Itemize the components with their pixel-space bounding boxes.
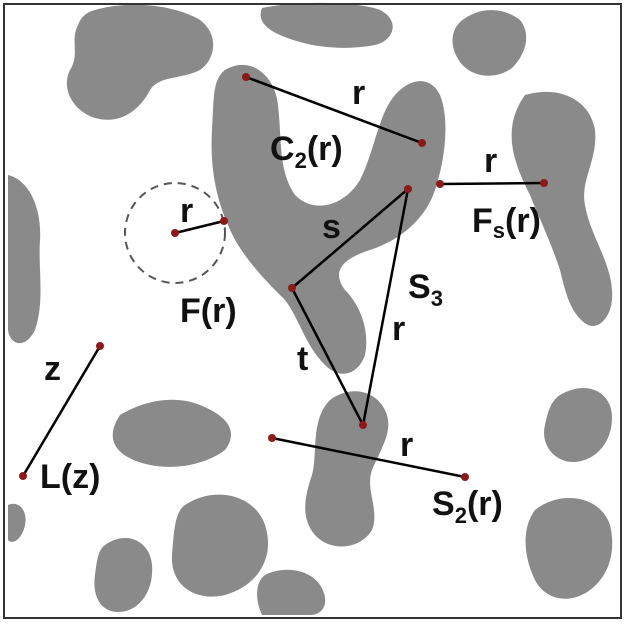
l-point-a (96, 342, 104, 350)
phase-blob-bottom-right (525, 498, 613, 599)
c2-point-b (418, 139, 426, 147)
phase-blob-top-center (260, 2, 393, 48)
phase-blob-lower-center (305, 391, 389, 547)
f-center-point (171, 229, 179, 237)
s3-label: S3 (408, 268, 443, 311)
fs-line (439, 181, 545, 186)
phase-regions (8, 2, 613, 615)
fs-label: Fs(r) (472, 202, 541, 243)
fs-point-a (436, 180, 444, 188)
c2-r-label: r (352, 74, 365, 112)
s3-point-2 (404, 185, 412, 193)
c2-line (245, 75, 423, 145)
f-edge-point (220, 217, 228, 225)
s2-label: S2(r) (432, 485, 503, 528)
l-point-b (19, 472, 27, 480)
s3-point-1 (288, 284, 296, 292)
phase-blob-bottom-left (94, 537, 153, 612)
l-line (21, 345, 102, 477)
phase-blob-top-left (66, 4, 214, 120)
phase-blob-right-lower (544, 387, 613, 463)
f-r-label: r (180, 192, 193, 230)
phase-blob-central-curve (211, 64, 446, 374)
fs-r-label: r (484, 142, 497, 180)
phase-blob-left-edge (8, 175, 41, 344)
s2-point-a (268, 434, 276, 442)
endpoint-dots (19, 73, 548, 481)
f-radius-line (174, 219, 225, 235)
s3-r-label: r (392, 310, 405, 348)
f-label: F(r) (180, 292, 237, 330)
c2-label: C2(r) (270, 130, 343, 173)
l-z-label: z (44, 350, 61, 388)
measurement-lines (21, 75, 545, 479)
s2-r-label: r (400, 426, 413, 464)
phase-blob-bottom-edge-left (8, 503, 26, 542)
c2-point-a (242, 73, 250, 81)
phase-blob-top-right (452, 10, 527, 76)
phase-blob-right (511, 91, 613, 326)
phase-blob-middle-left (112, 399, 231, 467)
s3-side-r (361, 188, 410, 426)
s3-side-t (290, 287, 365, 426)
fs-point-b (540, 179, 548, 187)
phase-blob-bottom-center-left (171, 494, 269, 597)
s2-line (271, 436, 466, 479)
l-label: L(z) (40, 458, 100, 496)
s3-side-s (291, 188, 409, 289)
s3-point-3 (359, 421, 367, 429)
s2-point-b (461, 473, 469, 481)
f-dashed-circle (124, 182, 226, 284)
s3-s-label: s (322, 208, 341, 246)
s3-t-label: t (297, 340, 308, 378)
phase-blob-bottom-center (257, 569, 326, 615)
frame-border (3, 3, 622, 619)
